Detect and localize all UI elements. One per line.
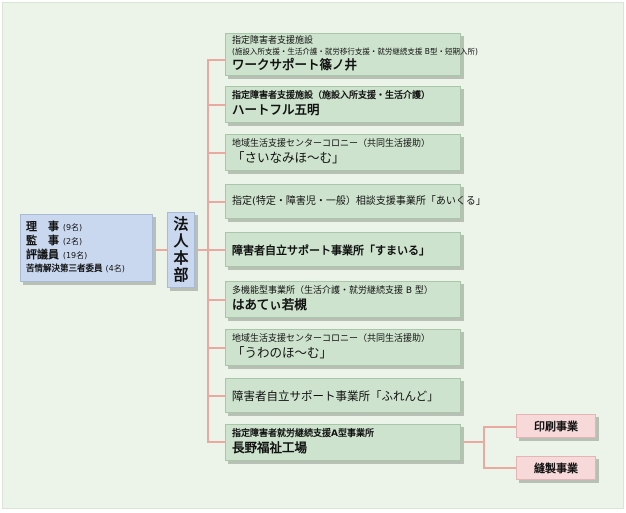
facility-smile: 障害者自立サポート事業所「すまいる」	[225, 232, 461, 267]
board-row-councillors: 評議員 (19名)	[26, 248, 88, 261]
business-sewing: 縫製事業	[516, 456, 596, 480]
connector-business-2	[483, 467, 516, 469]
facility-friend: 障害者自立サポート事業所「ふれんど」	[225, 378, 461, 413]
board-box: 理 事 (9名) 監 事 (2名) 評議員 (19名) 苦情解決第三者委員 (4…	[20, 214, 153, 282]
facility-aikuru: 指定(特定・障害児・一般）相談支援事業所「あいくる」	[225, 184, 486, 219]
board-row-auditors: 監 事 (2名)	[26, 234, 83, 247]
connector-branch-1	[207, 59, 225, 61]
connector-trunk-vertical	[207, 59, 209, 443]
facility-work-support-shinonoi: 指定障害者支援施設 (施設入所支援・生活介護・就労移行支援・就労継続支援 B型・…	[225, 33, 478, 76]
board-row-directors: 理 事 (9名)	[26, 220, 83, 233]
connector-branch-2	[207, 104, 225, 106]
connector-business-vertical	[483, 426, 485, 468]
facility-heartful-gomyo: 指定障害者支援施設（施設入所支援・生活介護） ハートフル五明	[225, 86, 461, 123]
connector-business-1	[483, 426, 516, 428]
connector-branch-6	[207, 299, 225, 301]
board-row-grievance-committee: 苦情解決第三者委員 (4名)	[26, 264, 125, 274]
headquarters-box: 法人本部	[167, 212, 195, 288]
connector-branch-4	[207, 201, 225, 203]
facility-uwano-home: 地域生活支援センターコロニー（共同生活援助） 「うわのほ～む」	[225, 329, 461, 366]
connector-branch-5	[207, 249, 225, 251]
facility-nagano-welfare-factory: 指定障害者就労継続支援A型事業所 長野福祉工場	[225, 424, 461, 461]
connector-board-to-hq	[153, 249, 167, 251]
headquarters-label: 法人本部	[171, 216, 190, 284]
connector-factory-out	[461, 441, 483, 443]
connector-hq-to-trunk	[195, 249, 209, 251]
facility-sainami-home: 地域生活支援センターコロニー（共同生活援助） 「さいなみほ～む」	[225, 134, 461, 171]
connector-branch-3	[207, 152, 225, 154]
facility-hearty-wakatsuki: 多機能型事業所（生活介護・就労継続支援 B 型） はあてぃ若槻	[225, 281, 461, 318]
business-printing: 印刷事業	[516, 414, 596, 438]
connector-branch-9	[207, 441, 225, 443]
connector-branch-7	[207, 347, 225, 349]
connector-branch-8	[207, 395, 225, 397]
